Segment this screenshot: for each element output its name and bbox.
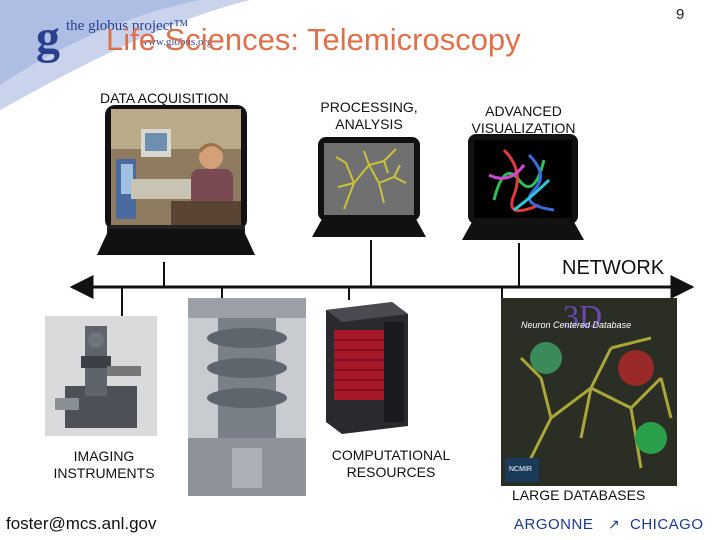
poster-badge: NCMIR (509, 466, 532, 473)
footer-email: foster@mcs.anl.gov (6, 514, 157, 533)
label-computational: COMPUTATIONAL RESOURCES (331, 447, 451, 480)
poster-3d-title: 3D (563, 298, 603, 334)
neuron-render-image (324, 143, 414, 215)
label-visualization: ADVANCED VISUALIZATION (471, 103, 576, 136)
label-imaging: IMAGING INSTRUMENTS (53, 448, 155, 481)
logo-text: the globus project™ (66, 18, 189, 34)
poster-subtitle: Neuron Centered Database (521, 320, 632, 330)
monitor-visualization (462, 134, 584, 240)
logo-url: www.globus.org (140, 36, 213, 48)
microscope-photo (45, 316, 157, 436)
network-label: NETWORK (562, 257, 665, 279)
protein-visualization-image (474, 140, 572, 218)
lab-photo (111, 109, 241, 225)
page-number: 9 (676, 6, 685, 23)
slide-title: Life Sciences: Telemicroscopy (106, 22, 521, 57)
supercomputer-photo (312, 300, 412, 434)
footer-org-right: CHICAGO (630, 516, 704, 533)
label-processing: PROCESSING, ANALYSIS (320, 99, 418, 132)
footer-org-left: ARGONNE (514, 516, 594, 533)
globus-logo-icon: g (36, 11, 60, 64)
arrow-icon: ↗ (608, 516, 620, 532)
label-data-acquisition: DATA ACQUISITION (100, 90, 229, 106)
monitor-processing (312, 137, 426, 237)
label-databases: LARGE DATABASES (512, 487, 646, 503)
monitor-data-acquisition (97, 105, 255, 257)
large-microscope-photo (188, 298, 306, 496)
database-poster: 3D Neuron Centered Database NCMIR (501, 298, 677, 486)
